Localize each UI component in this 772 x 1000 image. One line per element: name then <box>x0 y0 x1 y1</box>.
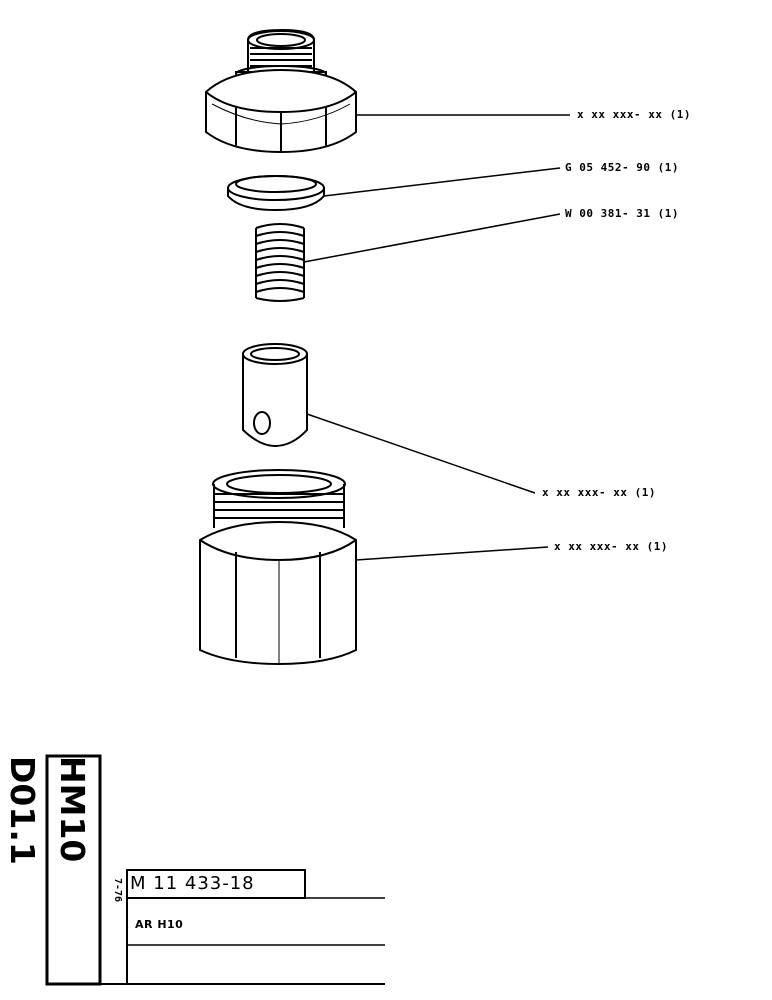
leader-lines <box>303 114 570 561</box>
spring <box>255 223 305 302</box>
part-description: AR H10 <box>135 918 184 931</box>
hex-body <box>199 469 357 666</box>
revision-date: 7-76 <box>112 878 123 903</box>
callout-label: x xx xxx- xx (1) <box>554 540 668 553</box>
leader-line <box>323 167 561 197</box>
title-block <box>45 754 385 986</box>
sleeve <box>242 343 308 448</box>
callout-label: x xx xxx- xx (1) <box>542 486 656 499</box>
drawing-code: HM10 D01.1 <box>3 756 92 865</box>
callout-label: x xx xxx- xx (1) <box>577 108 691 121</box>
hex-nut-with-nipple <box>205 28 357 154</box>
leader-line <box>355 546 549 561</box>
callout-label: G 05 452- 90 (1) <box>565 161 679 174</box>
part-number: M 11 433-18 <box>130 873 255 894</box>
leader-line <box>303 213 561 263</box>
sealing-ring <box>227 175 325 212</box>
callout-label: W 00 381- 31 (1) <box>565 207 679 220</box>
leader-line <box>306 413 536 494</box>
